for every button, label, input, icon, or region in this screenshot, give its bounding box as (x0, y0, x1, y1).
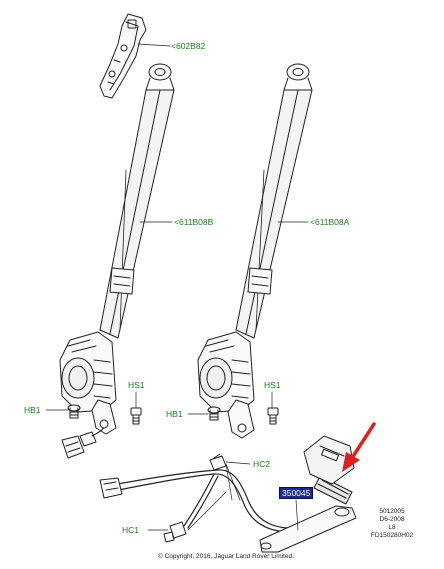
upper-anchor-bracket (99, 13, 147, 99)
callout-hb1-left[interactable]: HB1 (24, 405, 41, 415)
reference-block: 5012005 D6-2008 L8 FD150280H02 (365, 508, 419, 540)
callout-350045-highlighted[interactable]: 350045 (279, 487, 314, 499)
right-seat-belt (197, 63, 313, 439)
callout-hs1-right[interactable]: HS1 (264, 380, 281, 390)
callout-611b08a[interactable]: <611B08A (310, 217, 350, 227)
left-hb1-bolt (67, 404, 81, 419)
leader-lines (45, 43, 309, 531)
buckle-assembly (99, 435, 357, 553)
left-seat-belt (59, 63, 175, 459)
callout-hb1-right[interactable]: HB1 (166, 409, 183, 419)
reference-line-3: L8 (388, 524, 396, 531)
red-pointer-arrow (342, 422, 376, 472)
right-hs1-bolt (267, 407, 279, 425)
reference-line-2: D6-2008 (379, 516, 405, 523)
callout-hs1-left[interactable]: HS1 (128, 380, 145, 390)
reference-line-1: 5012005 (379, 508, 405, 515)
left-connector (61, 427, 105, 459)
left-hs1-bolt (130, 407, 142, 425)
callout-hc1[interactable]: HC1 (122, 525, 140, 535)
copyright-notice: © Copyright, 2016, Jaguar Land Rover Lim… (158, 553, 294, 560)
callout-hc2[interactable]: HC2 (253, 459, 271, 469)
callout-602b82[interactable]: <602B82 (171, 41, 206, 51)
callout-611b08b[interactable]: <611B08B (174, 217, 214, 227)
reference-line-4: FD150280H02 (370, 532, 414, 539)
right-hb1-bolt (207, 406, 221, 421)
